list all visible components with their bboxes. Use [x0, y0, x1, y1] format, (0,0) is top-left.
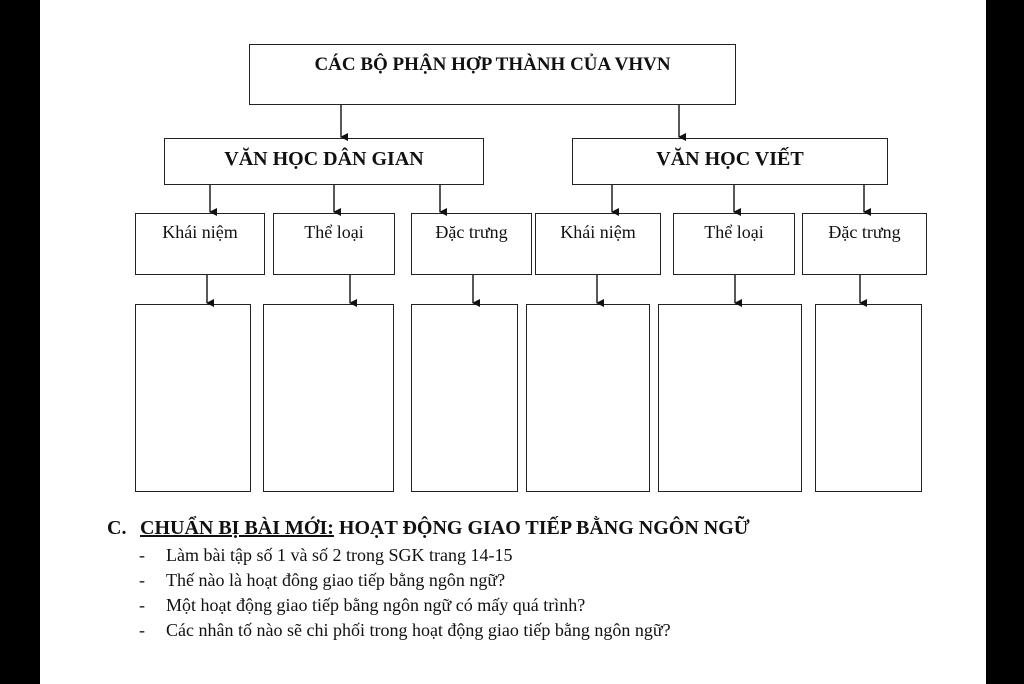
root-label: CÁC BỘ PHẬN HỢP THÀNH CỦA VHVN [314, 54, 671, 75]
leaf-label: Đặc trưng [828, 222, 901, 242]
list-item: Các nhân tố nào sẽ chi phối trong hoạt đ… [139, 618, 967, 643]
leaf-box-written-characteristics: Đặc trưng [802, 213, 927, 275]
leaf-box-written-genre: Thể loại [673, 213, 795, 275]
leaf-label: Khái niệm [560, 222, 636, 242]
list-item: Làm bài tập số 1 và số 2 trong SGK trang… [139, 543, 967, 568]
leaf-box-folk-characteristics: Đặc trưng [411, 213, 532, 275]
leaf-box-folk-concept: Khái niệm [135, 213, 265, 275]
leaf-label: Thể loại [304, 222, 364, 242]
leaf-label: Khái niệm [162, 222, 238, 242]
branch-box-written-literature: VĂN HỌC VIẾT [572, 138, 888, 185]
section-heading: C. CHUẨN BỊ BÀI MỚI: HOẠT ĐỘNG GIAO TIẾP… [107, 517, 967, 540]
leaf-label: Thể loại [704, 222, 764, 242]
section-heading-underlined: CHUẨN BỊ BÀI MỚI: [140, 517, 334, 539]
answer-box-folk-characteristics [411, 304, 518, 492]
list-item: Một hoạt động giao tiếp bằng ngôn ngữ có… [139, 593, 967, 618]
answer-box-written-concept [526, 304, 650, 492]
list-item: Thế nào là hoạt đông giao tiếp bằng ngôn… [139, 568, 967, 593]
section-topic: HOẠT ĐỘNG GIAO TIẾP BẰNG NGÔN NGỮ [338, 517, 750, 539]
answer-box-written-characteristics [815, 304, 922, 492]
task-list: Làm bài tập số 1 và số 2 trong SGK trang… [107, 543, 967, 643]
root-box: CÁC BỘ PHẬN HỢP THÀNH CỦA VHVN [249, 44, 736, 105]
preparation-section: C. CHUẨN BỊ BÀI MỚI: HOẠT ĐỘNG GIAO TIẾP… [107, 517, 967, 643]
answer-box-written-genre [658, 304, 802, 492]
branch-box-folk-literature: VĂN HỌC DÂN GIAN [164, 138, 484, 185]
section-label: C. [107, 517, 127, 539]
branch-label-folk-literature: VĂN HỌC DÂN GIAN [224, 148, 424, 170]
branch-label-written-literature: VĂN HỌC VIẾT [656, 148, 804, 170]
answer-box-folk-genre [263, 304, 394, 492]
leaf-label: Đặc trưng [435, 222, 508, 242]
answer-box-folk-concept [135, 304, 251, 492]
leaf-box-written-concept: Khái niệm [535, 213, 661, 275]
